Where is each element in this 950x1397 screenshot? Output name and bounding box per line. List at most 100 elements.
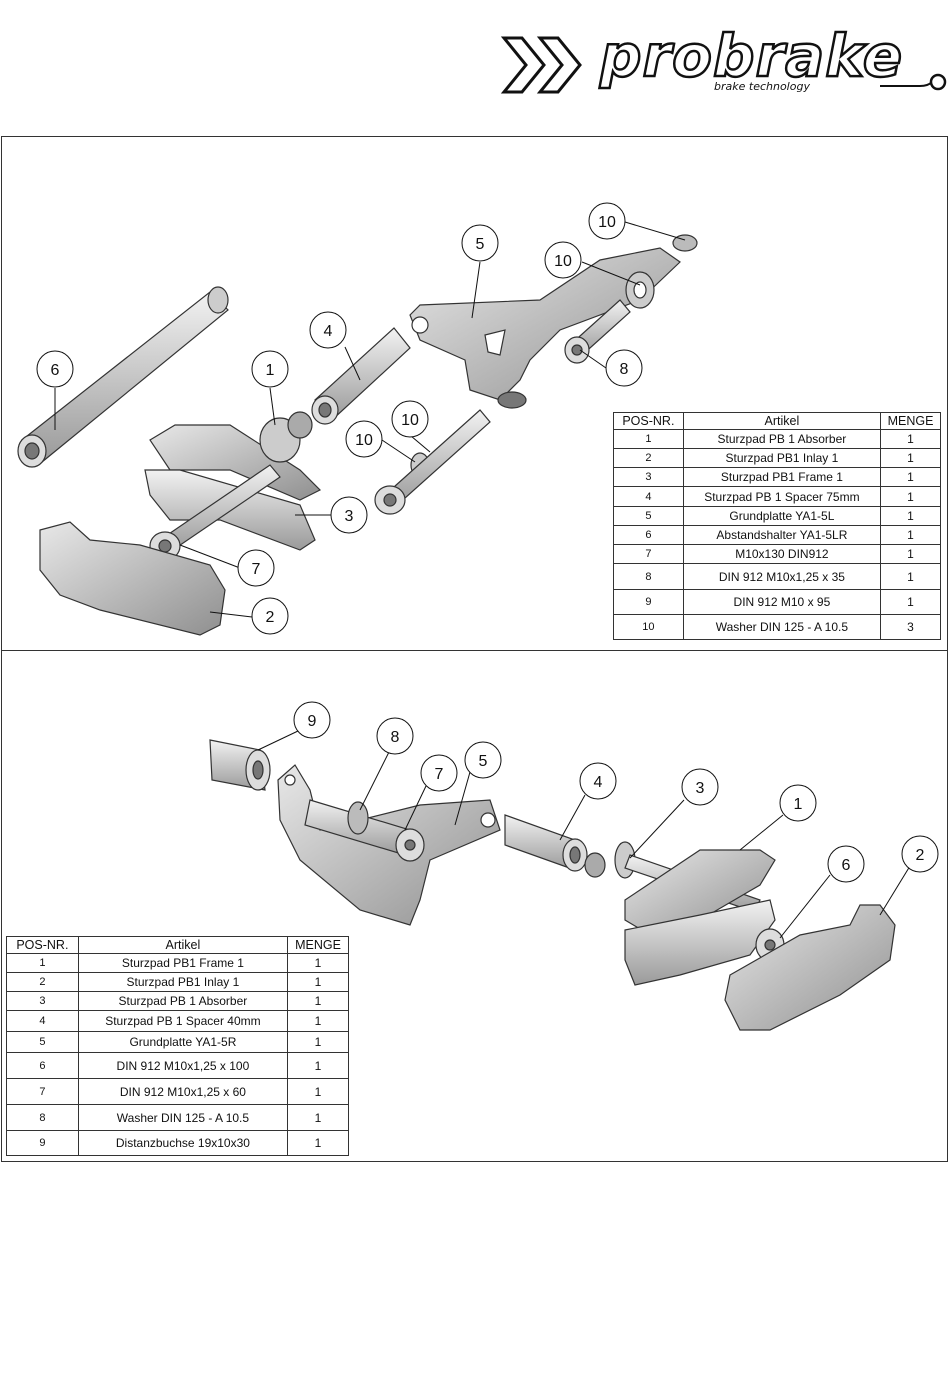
cell-pos: 6	[613, 525, 684, 545]
table-header-row: POS-NR. Artikel MENGE	[613, 412, 941, 430]
callout-bottom-3: 3	[681, 768, 719, 806]
cell-menge: 1	[880, 467, 941, 487]
cell-menge: 1	[880, 544, 941, 564]
callout-label: 5	[476, 236, 485, 253]
cell-artikel: Sturzpad PB 1 Spacer 40mm	[77, 1010, 289, 1032]
col-header-pos: POS-NR.	[6, 936, 79, 954]
col-header-artikel: Artikel	[77, 936, 289, 954]
top-assembly-parts	[17, 234, 698, 636]
cell-pos: 9	[613, 589, 684, 615]
part-9-bolt	[374, 409, 491, 515]
cell-artikel: M10x130 DIN912	[682, 544, 882, 564]
cell-artikel: Grundplatte YA1-5R	[77, 1031, 289, 1053]
part-1-frame-right	[624, 849, 776, 986]
cell-pos: 8	[6, 1104, 79, 1131]
part-4-spacer-40mm	[504, 814, 588, 872]
cell-pos: 4	[6, 1010, 79, 1032]
bottom-leader-lines	[257, 730, 911, 939]
callout-label: 2	[916, 847, 925, 864]
cell-artikel: Distanzbuchse 19x10x30	[77, 1130, 289, 1156]
callout-label: 6	[842, 857, 851, 874]
cell-artikel: DIN 912 M10x1,25 x 60	[77, 1078, 289, 1105]
part-2-inlay-right	[724, 904, 896, 1031]
cell-pos: 2	[613, 448, 684, 468]
callout-label: 10	[355, 432, 373, 449]
cell-menge: 1	[880, 429, 941, 449]
callout-label: 6	[51, 362, 60, 379]
callout-bottom-9: 9	[293, 701, 331, 739]
callout-label: 10	[554, 253, 572, 270]
cell-artikel: Sturzpad PB1 Frame 1	[77, 953, 289, 973]
callout-bottom-7: 7	[420, 754, 458, 792]
cell-menge: 1	[287, 1010, 349, 1032]
logo-tagline: brake technology	[714, 80, 810, 93]
cell-menge: 1	[287, 991, 349, 1011]
callout-bottom-6: 6	[827, 845, 865, 883]
callout-top-4: 4	[309, 311, 347, 349]
table-header-row: POS-NR. Artikel MENGE	[6, 936, 349, 954]
cell-artikel: Sturzpad PB 1 Absorber	[682, 429, 882, 449]
cell-pos: 8	[613, 563, 684, 590]
cell-menge: 1	[287, 1078, 349, 1105]
part-5-base-plate	[409, 247, 681, 409]
callout-top-1: 1	[251, 350, 289, 388]
callout-label: 4	[324, 323, 333, 340]
callout-label: 8	[620, 361, 629, 378]
callout-top-3: 3	[330, 496, 368, 534]
brake-line-icon	[880, 73, 947, 91]
callout-bottom-2: 2	[901, 835, 939, 873]
cell-artikel: DIN 912 M10x1,25 x 100	[77, 1052, 289, 1079]
cell-menge: 1	[287, 1104, 349, 1131]
cell-menge: 1	[287, 972, 349, 992]
cell-menge: 1	[880, 563, 941, 590]
callout-label: 9	[308, 713, 317, 730]
cell-pos: 4	[613, 486, 684, 507]
callout-label: 3	[696, 780, 705, 797]
cell-artikel: Sturzpad PB 1 Spacer 75mm	[682, 486, 882, 507]
part-8-bolt	[564, 299, 631, 364]
probrake-logo: probrake brake technology	[500, 24, 948, 102]
col-header-menge: MENGE	[287, 936, 349, 954]
logo-wordmark: probrake	[599, 22, 904, 90]
cell-pos: 5	[6, 1031, 79, 1053]
cell-menge: 1	[287, 1052, 349, 1079]
callout-top-10b: 10	[544, 241, 582, 279]
cell-menge: 1	[287, 1130, 349, 1156]
drawing-frame	[1, 136, 948, 1162]
cell-menge: 1	[880, 506, 941, 526]
cell-artikel: Sturzpad PB1 Inlay 1	[682, 448, 882, 468]
callout-label: 5	[479, 753, 488, 770]
cell-menge: 1	[880, 525, 941, 545]
cell-pos: 9	[6, 1130, 79, 1156]
cell-artikel: Washer DIN 125 - A 10.5	[682, 614, 882, 640]
cell-artikel: Washer DIN 125 - A 10.5	[77, 1104, 289, 1131]
col-header-pos: POS-NR.	[613, 412, 684, 430]
callout-bottom-4: 4	[579, 762, 617, 800]
part-6-spacer-tube	[17, 286, 229, 468]
bottom-assembly-parts	[209, 739, 896, 1031]
callout-top-10a: 10	[588, 202, 626, 240]
callout-bottom-1: 1	[779, 784, 817, 822]
callout-label: 1	[794, 796, 803, 813]
cell-pos: 6	[6, 1052, 79, 1079]
cell-pos: 3	[6, 991, 79, 1011]
callout-top-6: 6	[36, 350, 74, 388]
double-chevron-icon	[500, 36, 582, 94]
cell-artikel: Grundplatte YA1-5L	[682, 506, 882, 526]
callout-top-8: 8	[605, 349, 643, 387]
cell-pos: 10	[613, 614, 684, 640]
part-7-bolt-right	[304, 799, 425, 862]
